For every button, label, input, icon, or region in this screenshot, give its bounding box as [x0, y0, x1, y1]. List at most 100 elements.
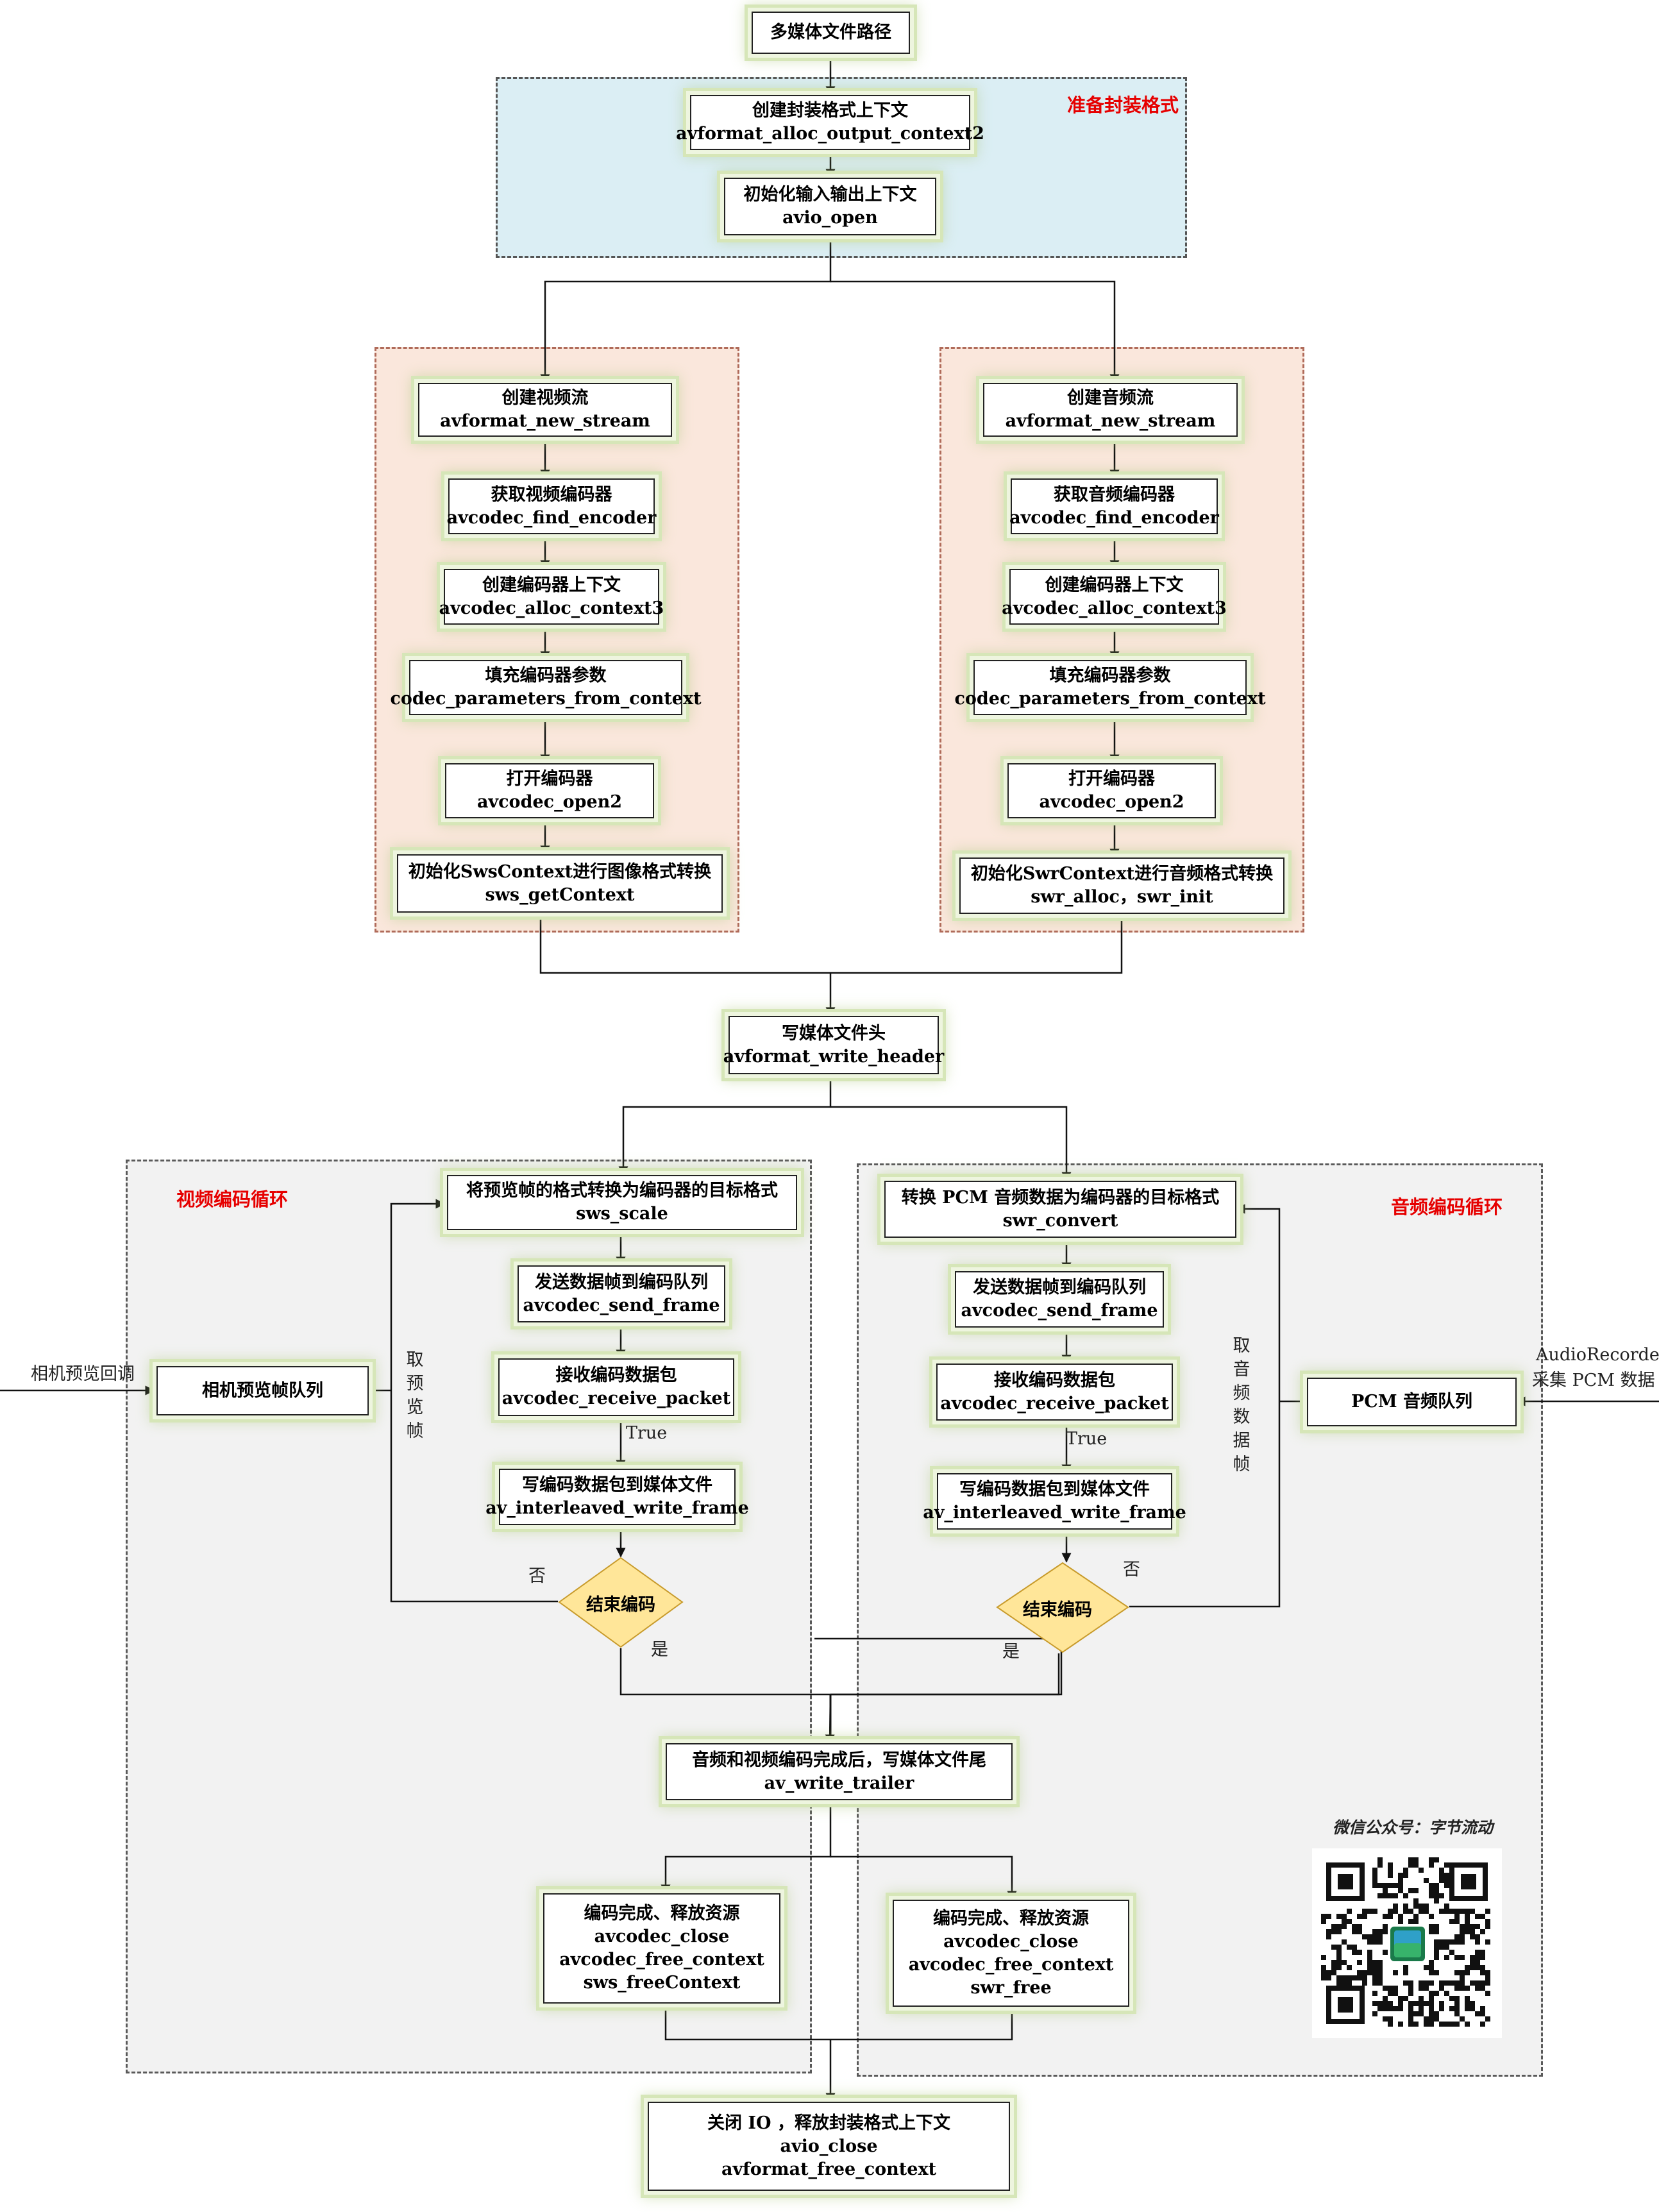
video-sws-scale-box: 将预览帧的格式转换为编码器的目标格式 sws_scale	[447, 1175, 797, 1230]
fetch-preview-frame-label: 取预览帧	[406, 1350, 424, 1441]
write-trailer-label: 音频和视频编码完成后，写媒体文件尾	[692, 1750, 986, 1770]
media-file-path-text: 多媒体文件路径	[770, 22, 891, 42]
close-io-label: 关闭 IO ，释放封装格式上下文	[707, 2113, 950, 2133]
video-sws-context-fn: sws_getContext	[485, 884, 635, 905]
audio-alloc-context-box: 创建编码器上下文 avcodec_alloc_context3	[1002, 569, 1227, 625]
video-write-frame-label: 写编码数据包到媒体文件	[522, 1475, 712, 1495]
audio-setup-region	[939, 347, 1304, 933]
audio-swr-context-fn: swr_alloc，swr_init	[1031, 887, 1213, 907]
audio-find-encoder-box: 获取音频编码器 avcodec_find_encoder	[1009, 478, 1219, 534]
video-sws-scale-fn: sws_scale	[576, 1204, 668, 1224]
video-send-frame-fn: avcodec_send_frame	[523, 1295, 720, 1315]
audio-loop-label: 音频编码循环	[1391, 1196, 1503, 1218]
video-params-box: 填充编码器参数 codec_parameters_from_context	[390, 660, 702, 715]
write-header-label: 写媒体文件头	[782, 1023, 886, 1043]
wechat-account-title: 微信公众号：字节流动	[1333, 1818, 1494, 1837]
audio-receive-packet-label: 接收编码数据包	[994, 1370, 1115, 1390]
video-release-label: 编码完成、释放资源	[584, 1904, 740, 1923]
write-trailer-fn: av_write_trailer	[764, 1773, 914, 1793]
audio-new-stream-box: 创建音频流 avformat_new_stream	[983, 383, 1238, 437]
video-write-frame-box: 写编码数据包到媒体文件 av_interleaved_write_frame	[485, 1469, 749, 1525]
audio-release-fn3: swr_free	[970, 1977, 1052, 1998]
audio-send-frame-box: 发送数据帧到编码队列 avcodec_send_frame	[955, 1271, 1164, 1328]
video-receive-packet-label: 接收编码数据包	[555, 1365, 677, 1385]
video-send-frame-label: 发送数据帧到编码队列	[535, 1272, 708, 1292]
camera-preview-queue-label: 相机预览帧队列	[202, 1380, 323, 1401]
video-release-box: 编码完成、释放资源 avcodec_close avcodec_free_con…	[543, 1893, 780, 2004]
audio-swr-convert-box: 转换 PCM 音频数据为编码器的目标格式 swr_convert	[884, 1181, 1236, 1238]
audio-write-frame-box: 写编码数据包到媒体文件 av_interleaved_write_frame	[923, 1473, 1186, 1530]
video-open-encoder-box: 打开编码器 avcodec_open2	[445, 763, 654, 818]
audio-write-frame-fn: av_interleaved_write_frame	[923, 1503, 1186, 1523]
audio-find-encoder-fn: avcodec_find_encoder	[1009, 507, 1219, 528]
close-io-fn1: avio_close	[780, 2136, 878, 2156]
audio-send-frame-label: 发送数据帧到编码队列	[973, 1278, 1146, 1297]
video-receive-packet-fn: avcodec_receive_packet	[501, 1389, 731, 1408]
video-sws-context-label: 初始化SwsContext进行图像格式转换	[408, 861, 712, 882]
video-true-label: True	[626, 1423, 668, 1443]
alloc-output-context-label: 创建封装格式上下文	[752, 101, 908, 121]
video-sws-context-box: 初始化SwsContext进行图像格式转换 sws_getContext	[397, 854, 723, 913]
write-header-fn: avformat_write_header	[723, 1046, 945, 1067]
camera-preview-callback-label: 相机预览回调	[31, 1364, 135, 1384]
audio-swr-convert-label: 转换 PCM 音频数据为编码器的目标格式	[901, 1187, 1220, 1208]
audio-yes-label: 是	[1002, 1642, 1020, 1662]
audio-new-stream-fn: avformat_new_stream	[1005, 411, 1216, 431]
video-end-decision-diamond	[558, 1557, 684, 1648]
video-new-stream-box: 创建视频流 avformat_new_stream	[418, 383, 672, 437]
video-new-stream-fn: avformat_new_stream	[440, 411, 650, 431]
audio-release-box: 编码完成、释放资源 avcodec_close avcodec_free_con…	[893, 1900, 1129, 2007]
video-yes-label: 是	[651, 1640, 668, 1660]
video-loop-label: 视频编码循环	[176, 1188, 289, 1210]
audio-swr-convert-fn: swr_convert	[1002, 1210, 1118, 1231]
audio-write-frame-label: 写编码数据包到媒体文件	[959, 1480, 1150, 1499]
video-find-encoder-label: 获取视频编码器	[491, 484, 612, 505]
audio-receive-packet-fn: avcodec_receive_packet	[940, 1393, 1169, 1414]
avio-open-label: 初始化输入输出上下文	[743, 185, 917, 205]
audio-find-encoder-label: 获取音频编码器	[1054, 484, 1175, 505]
audio-end-decision-diamond	[996, 1562, 1129, 1653]
write-trailer-box: 音频和视频编码完成后，写媒体文件尾 av_write_trailer	[666, 1743, 1013, 1800]
video-setup-region	[375, 347, 739, 933]
write-header-box: 写媒体文件头 avformat_write_header	[723, 1016, 944, 1074]
video-release-fn2: avcodec_free_context	[559, 1950, 764, 1970]
video-alloc-context-fn: avcodec_alloc_context3	[439, 598, 664, 618]
video-send-frame-box: 发送数据帧到编码队列 avcodec_send_frame	[518, 1265, 725, 1322]
audio-swr-context-label: 初始化SwrContext进行音频格式转换	[970, 864, 1274, 884]
audio-release-fn1: avcodec_close	[943, 1931, 1079, 1952]
video-find-encoder-box: 获取视频编码器 avcodec_find_encoder	[446, 478, 657, 534]
video-no-label: 否	[528, 1566, 546, 1586]
audio-open-encoder-fn: avcodec_open2	[1039, 792, 1184, 812]
video-open-encoder-fn: avcodec_open2	[476, 792, 623, 812]
pcm-audio-queue-box: PCM 音频队列	[1307, 1378, 1517, 1426]
media-file-path-box: 多媒体文件路径	[752, 12, 910, 54]
audio-receive-packet-box: 接收编码数据包 avcodec_receive_packet	[936, 1364, 1173, 1421]
video-alloc-context-box: 创建编码器上下文 avcodec_alloc_context3	[439, 569, 664, 625]
close-io-fn2: avformat_free_context	[721, 2159, 937, 2179]
close-io-box: 关闭 IO ，释放封装格式上下文 avio_close avformat_fre…	[648, 2102, 1010, 2191]
audio-params-box: 填充编码器参数 codec_parameters_from_context	[954, 660, 1266, 715]
alloc-output-context-box: 创建封装格式上下文 avformat_alloc_output_context2	[676, 95, 984, 150]
audio-no-label: 否	[1123, 1560, 1140, 1580]
video-find-encoder-fn: avcodec_find_encoder	[446, 507, 657, 528]
avio-open-box: 初始化输入输出上下文 avio_open	[724, 178, 936, 235]
camera-preview-queue-box: 相机预览帧队列	[156, 1366, 369, 1415]
video-write-frame-fn: av_interleaved_write_frame	[485, 1498, 749, 1518]
pcm-audio-queue-label: PCM 音频队列	[1351, 1392, 1473, 1412]
video-receive-packet-box: 接收编码数据包 avcodec_receive_packet	[498, 1358, 734, 1416]
audio-release-fn2: avcodec_free_context	[908, 1954, 1114, 1975]
video-release-fn1: avcodec_close	[594, 1927, 730, 1946]
audio-new-stream-label: 创建音频流	[1067, 388, 1154, 408]
audio-recorder-label-2: 采集 PCM 数据	[1532, 1371, 1655, 1390]
audio-recorder-label-1: AudioRecorder	[1536, 1345, 1659, 1365]
audio-send-frame-fn: avcodec_send_frame	[961, 1301, 1158, 1321]
audio-release-label: 编码完成、释放资源	[933, 1908, 1089, 1929]
fetch-audio-frame-label: 取音频数据帧	[1233, 1336, 1251, 1474]
audio-alloc-context-fn: avcodec_alloc_context3	[1002, 598, 1227, 618]
audio-true-label: True	[1066, 1429, 1107, 1449]
qr-code-icon	[1312, 1848, 1502, 2038]
alloc-output-context-fn: avformat_alloc_output_context2	[676, 124, 984, 144]
audio-open-encoder-box: 打开编码器 avcodec_open2	[1007, 763, 1216, 818]
